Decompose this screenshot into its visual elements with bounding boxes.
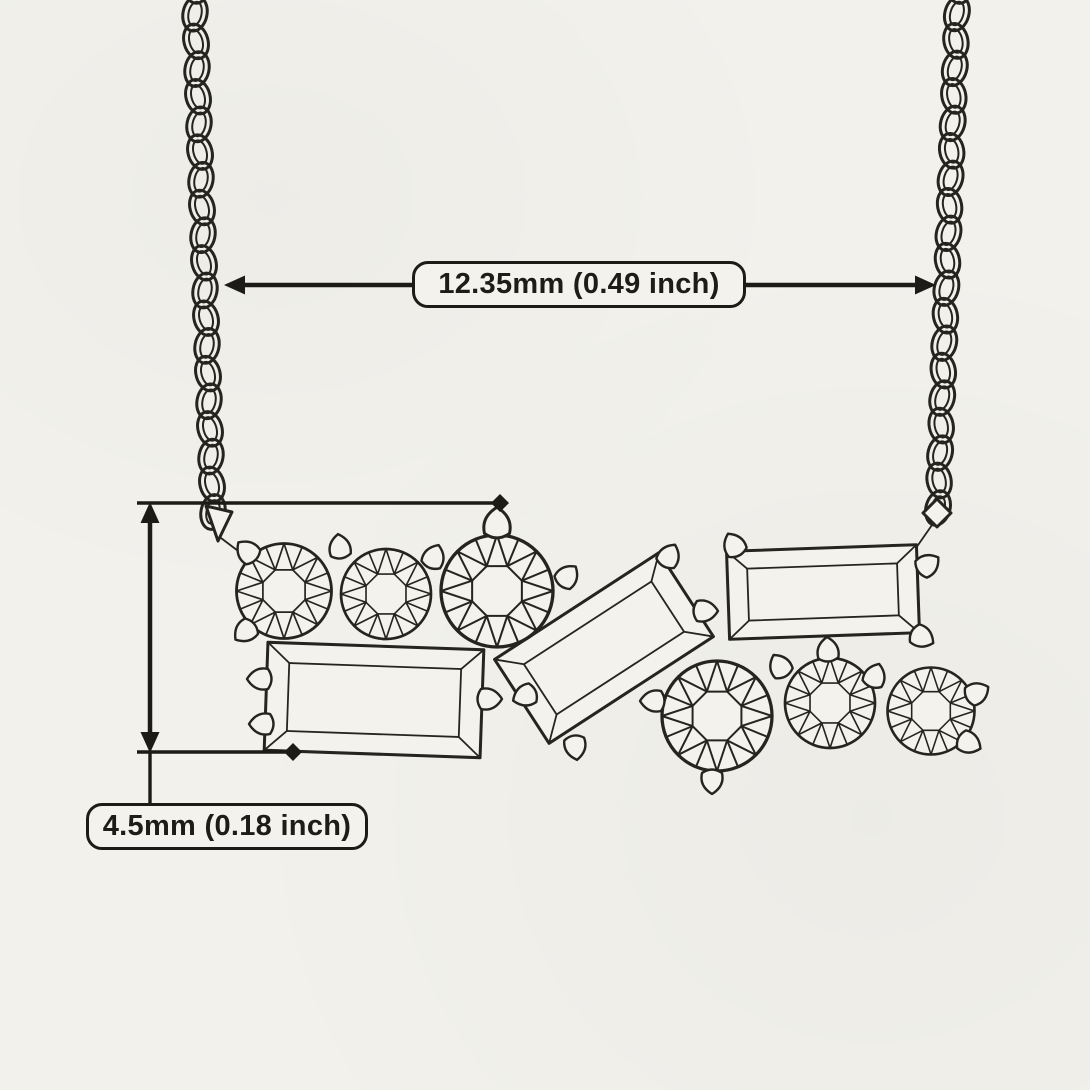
arrowhead-up-icon bbox=[140, 502, 160, 523]
extension-diamond-top-icon bbox=[491, 494, 509, 512]
baguette-stone-left bbox=[262, 640, 486, 760]
baguette-stone-tilted bbox=[493, 551, 715, 745]
height-dimension-label: 4.5mm (0.18 inch) bbox=[86, 803, 368, 850]
right-connector-diamond bbox=[915, 497, 953, 549]
round-stone-2 bbox=[339, 547, 433, 641]
width-dimension-label: 12.35mm (0.49 inch) bbox=[412, 261, 746, 308]
height-dimension-arrow bbox=[137, 494, 509, 805]
extension-diamond-bottom-icon bbox=[284, 743, 302, 761]
round-stone-4 bbox=[660, 659, 774, 773]
arrowhead-left-icon bbox=[224, 275, 245, 295]
pendant bbox=[227, 505, 995, 796]
arrowhead-right-icon bbox=[915, 275, 936, 295]
baguette-stone-right bbox=[725, 543, 921, 641]
chain-right bbox=[924, 0, 972, 527]
chain-left bbox=[180, 0, 227, 531]
arrowhead-down-icon bbox=[140, 732, 160, 753]
round-stone-5 bbox=[783, 656, 877, 750]
round-stone-3 bbox=[439, 533, 555, 649]
